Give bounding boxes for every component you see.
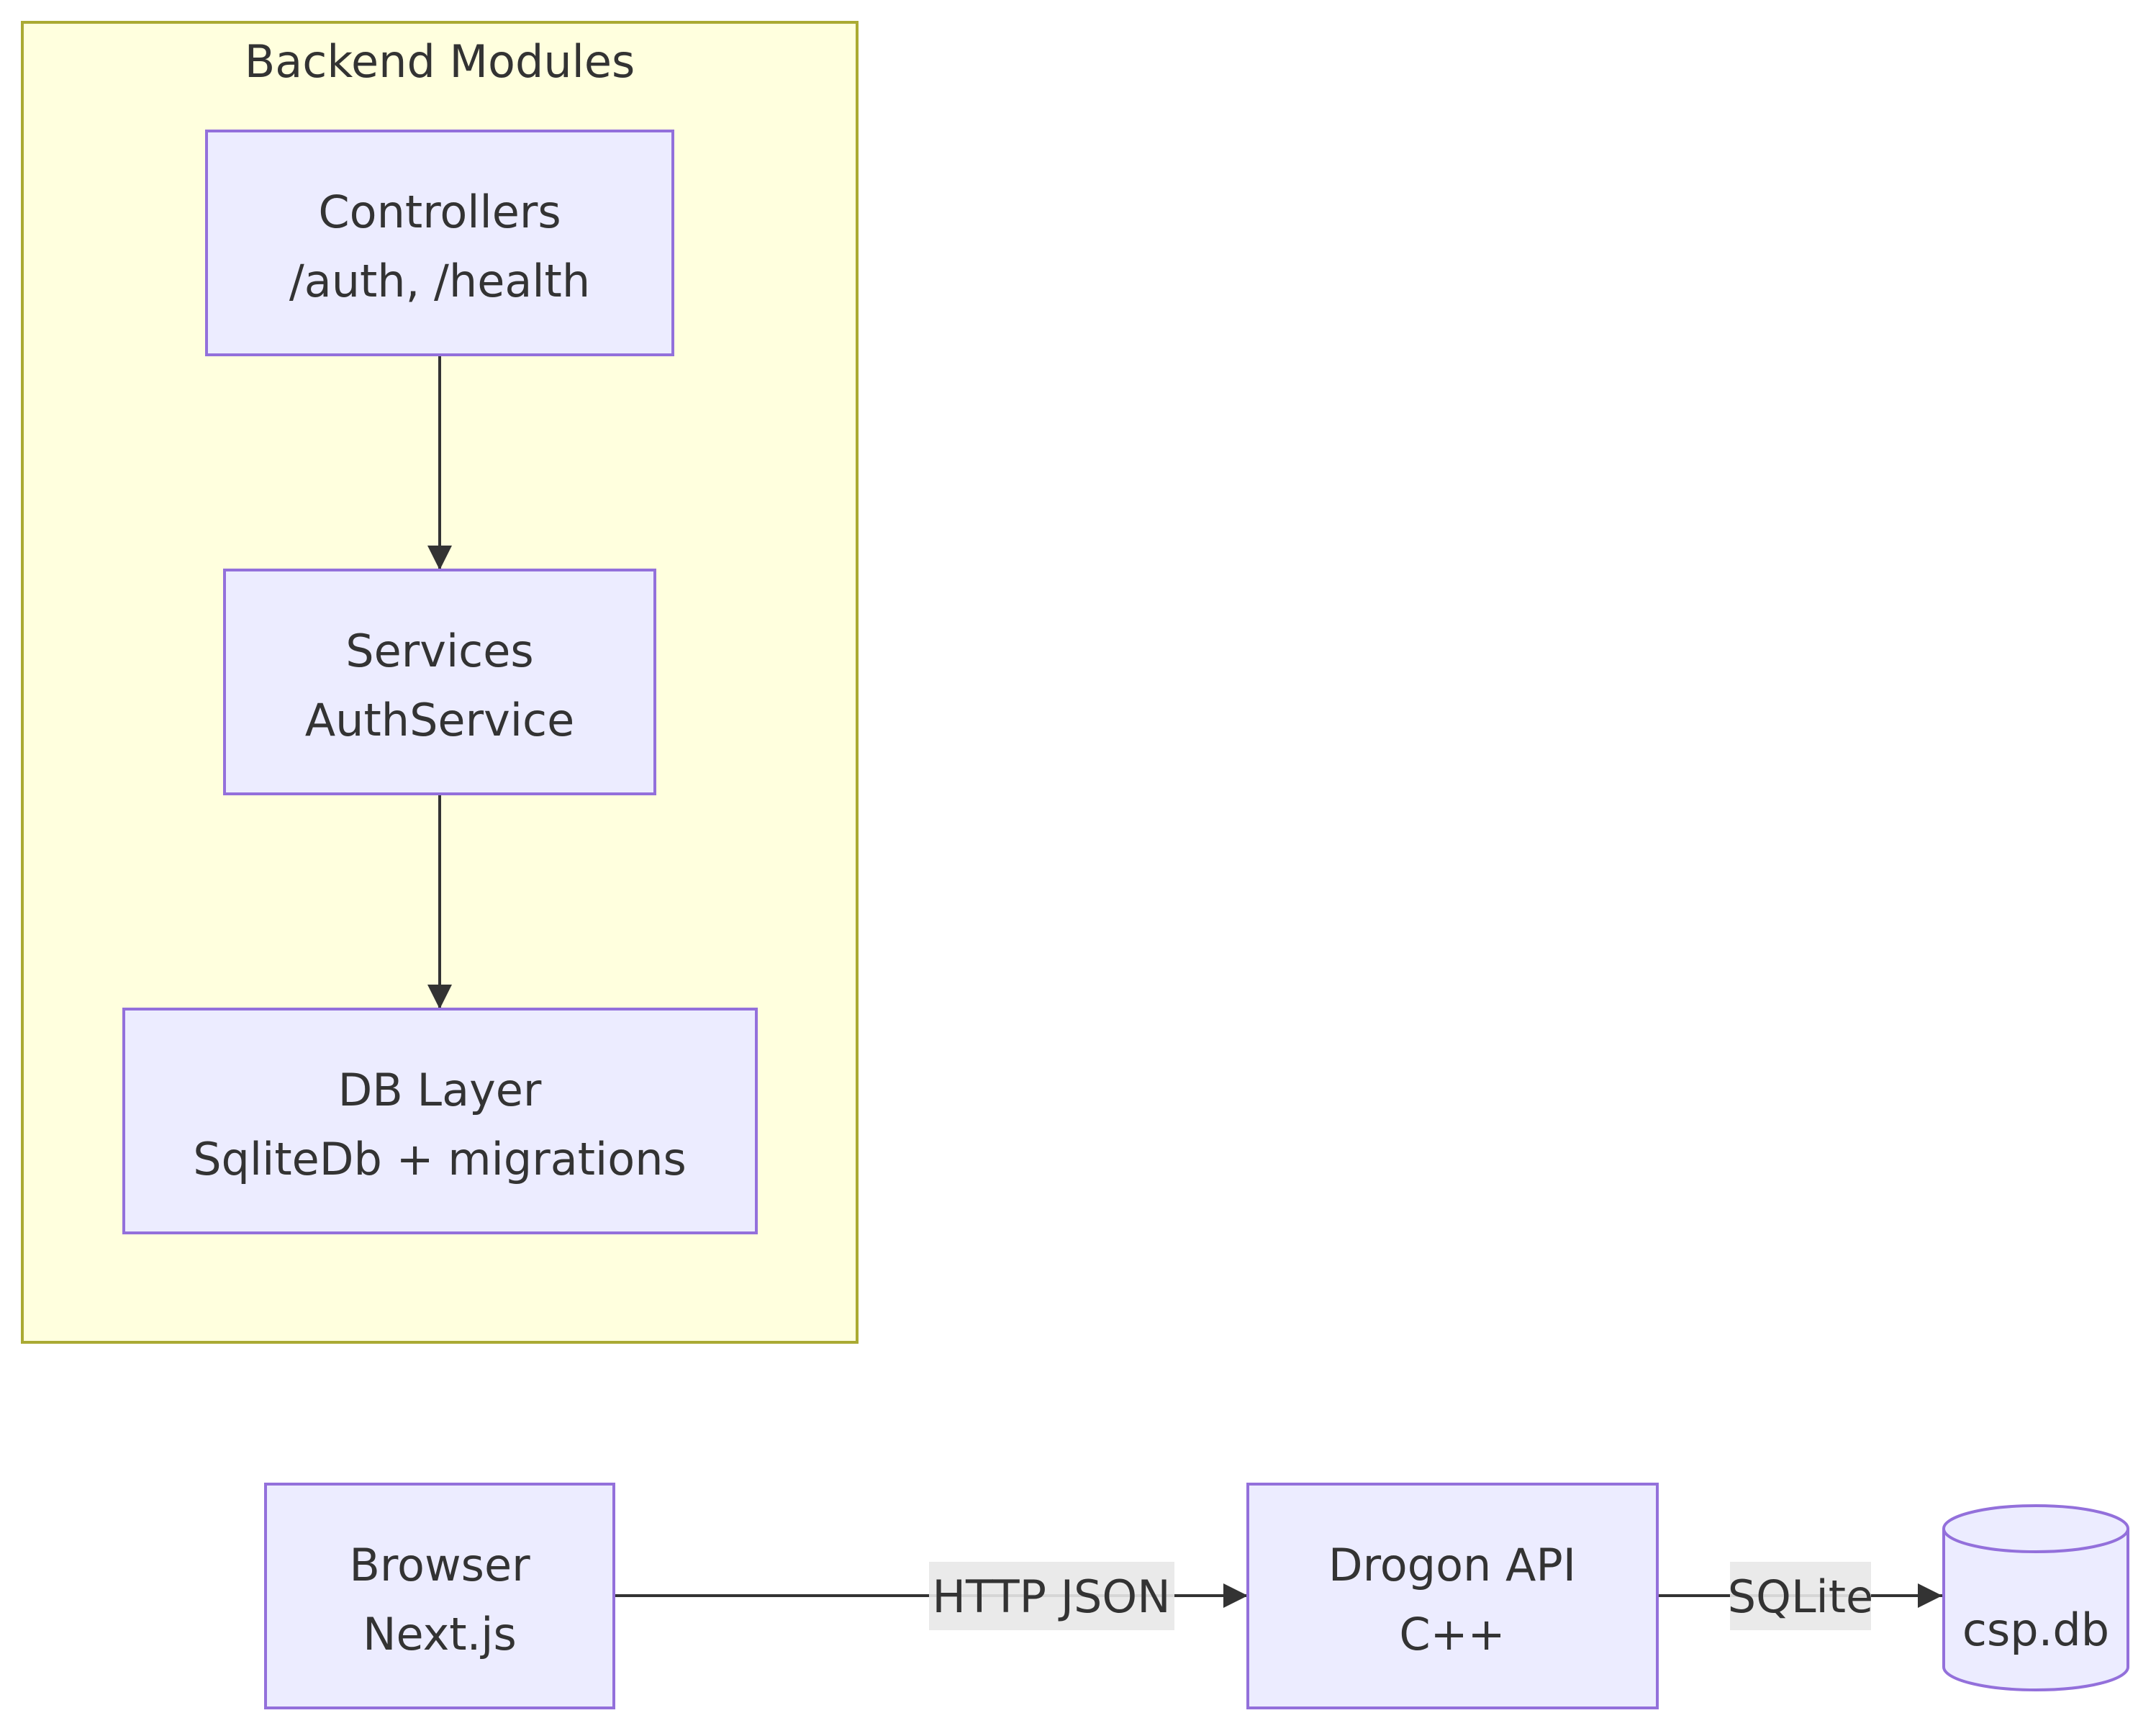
node-db-layer-subtitle: SqliteDb + migrations (193, 1133, 687, 1185)
node-browser[interactable]: Browser Next.js (264, 1483, 615, 1709)
edge-label-background (1730, 1562, 1871, 1630)
node-services-subtitle: AuthService (305, 694, 574, 746)
edge-label-background (929, 1562, 1174, 1630)
node-drogon-api-subtitle: C++ (1399, 1608, 1505, 1660)
node-drogon-api-title: Drogon API (1328, 1539, 1576, 1591)
node-db-layer-box (122, 1008, 758, 1234)
node-drogon-api[interactable]: Drogon API C++ (1246, 1483, 1659, 1709)
node-controllers-title: Controllers (318, 186, 561, 238)
node-services[interactable]: Services AuthService (223, 569, 656, 795)
node-services-title: Services (345, 625, 533, 677)
edge-label-http-json: HTTP JSON (932, 1570, 1170, 1623)
node-services-box (223, 569, 656, 795)
node-csp-db[interactable]: csp.db (1942, 1504, 2129, 1691)
node-drogon-api-box (1246, 1483, 1659, 1709)
edge-api-to-csp-db: SQLite (1657, 1562, 1942, 1630)
node-controllers[interactable]: Controllers /auth, /health (205, 130, 674, 356)
node-db-layer-title: DB Layer (338, 1064, 542, 1116)
edge-browser-to-api: HTTP JSON (614, 1562, 1248, 1630)
node-browser-box (264, 1483, 615, 1709)
node-csp-db-label: csp.db (1962, 1604, 2109, 1656)
node-controllers-box (205, 130, 674, 356)
node-browser-subtitle: Next.js (363, 1608, 517, 1660)
node-controllers-subtitle: /auth, /health (289, 255, 590, 307)
cluster-title: Backend Modules (245, 35, 635, 88)
node-browser-title: Browser (349, 1539, 530, 1591)
database-cylinder-body (1942, 1529, 2129, 1691)
node-db-layer[interactable]: DB Layer SqliteDb + migrations (122, 1008, 758, 1234)
database-cylinder-top (1942, 1504, 2129, 1553)
edge-label-sqlite: SQLite (1728, 1570, 1873, 1623)
